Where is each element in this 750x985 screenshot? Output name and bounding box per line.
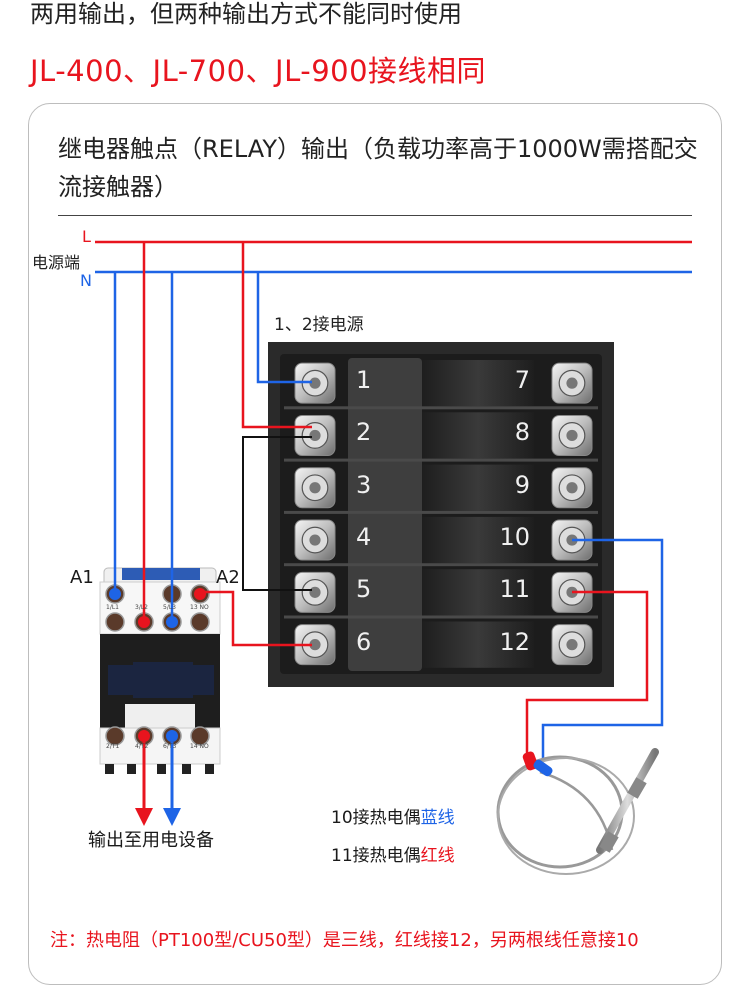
terminal-block: [268, 342, 614, 687]
output-arrows: [135, 742, 181, 826]
models-heading: JL-400、JL-700、JL-900接线相同: [30, 54, 487, 88]
power-side-label: 电源端: [32, 253, 81, 272]
contactor-terminal-1L1: 1/L1: [106, 604, 119, 611]
contactor-terminal-5L3: 5/L3: [163, 604, 176, 611]
wiring-diagram: [95, 240, 692, 875]
terminal-screw-4: [294, 519, 336, 561]
wire-10-to-probe-blue: [541, 538, 664, 760]
terminal-screw-2: [294, 414, 336, 456]
terminal-number-11: 11: [499, 575, 530, 604]
coil-A1-label: A1: [70, 567, 94, 588]
row-separator: [284, 458, 598, 462]
contactor-terminal-14NO: 14 NO: [190, 743, 209, 750]
row-separator: [284, 563, 598, 567]
contactor-terminal-3L2: 3/L2: [135, 604, 148, 611]
contactor-terminal-6T3: 6/T3: [163, 743, 177, 750]
thermocouple-probe: [496, 748, 659, 875]
contactor-terminal-4T2: 4/T2: [135, 743, 149, 750]
usage-note: 两用输出，但两种输出方式不能同时使用: [30, 0, 462, 28]
terminal-row-bg: [422, 569, 534, 616]
red-prefix: 11接热电偶: [331, 846, 421, 866]
line-N-label: N: [80, 271, 92, 290]
terminal-screw-12: [551, 624, 593, 666]
blue-prefix: 10接热电偶: [331, 808, 421, 828]
terminal-number-5: 5: [356, 575, 372, 604]
contactor-bottom-screw-4: [190, 726, 210, 746]
terminal-number-2: 2: [356, 418, 372, 447]
thermocouple-red-label: 11接热电偶红线: [331, 841, 455, 866]
title-divider: [58, 215, 692, 216]
terminal-screw-5: [294, 571, 336, 613]
terminal-number-9: 9: [514, 470, 530, 499]
thermocouple-blue-label: 10接热电偶蓝线: [331, 803, 455, 828]
terminal-number-1: 1: [356, 366, 372, 394]
row-separator: [284, 406, 598, 410]
terminal-row-bg: [422, 621, 534, 668]
terminal-row-bg: [422, 360, 534, 407]
terminal-number-12: 12: [499, 627, 530, 656]
terminal-screw-7: [551, 362, 593, 404]
contactor-terminal-13NO: 13 NO: [190, 604, 209, 611]
terminal-screw-8: [551, 414, 593, 456]
terminal-number-7: 7: [514, 366, 530, 394]
row-separator: [284, 615, 598, 619]
terminal-number-10: 10: [499, 522, 530, 551]
terminal-row-bg: [422, 516, 534, 564]
red-word: 红线: [420, 846, 455, 866]
contactor-terminal-2T1: 2/T1: [106, 743, 120, 750]
line-L-label: L: [82, 227, 91, 246]
card-title: 继电器触点（RELAY）输出（负载功率高于1000W需搭配交流接触器）: [58, 135, 698, 201]
blue-word: 蓝线: [420, 808, 455, 828]
row-separator: [284, 510, 598, 514]
contactor-top-screw-1: [105, 612, 125, 632]
wire-2-to-5-jumper: [242, 436, 312, 591]
terminal-screw-3: [294, 467, 336, 509]
contactor-wire-dots: [109, 588, 206, 742]
power-terminal-note: 1、2接电源: [274, 315, 364, 335]
terminal-row-bg: [422, 464, 534, 511]
contactor-bottom-screw-1: [105, 726, 125, 746]
terminal-number-6: 6: [356, 627, 372, 656]
wire-A2-to-6: [200, 590, 312, 647]
output-label: 输出至用电设备: [88, 830, 214, 851]
wire-11-to-probe-red: [525, 590, 649, 755]
terminal-number-4: 4: [356, 522, 372, 551]
footnote: 注：热电阻（PT100型/CU50型）是三线，红线接12，另两根线任意接10: [50, 930, 639, 951]
wire-L-to-2: [241, 242, 312, 429]
terminal-number-8: 8: [514, 418, 530, 447]
contactor-top-screw-4: [190, 612, 210, 632]
wire-N-to-1: [256, 272, 312, 384]
terminal-number-3: 3: [356, 470, 372, 499]
terminal-screw-9: [551, 467, 593, 509]
terminal-row-bg: [422, 412, 534, 459]
coil-A2-label: A2: [216, 567, 240, 588]
